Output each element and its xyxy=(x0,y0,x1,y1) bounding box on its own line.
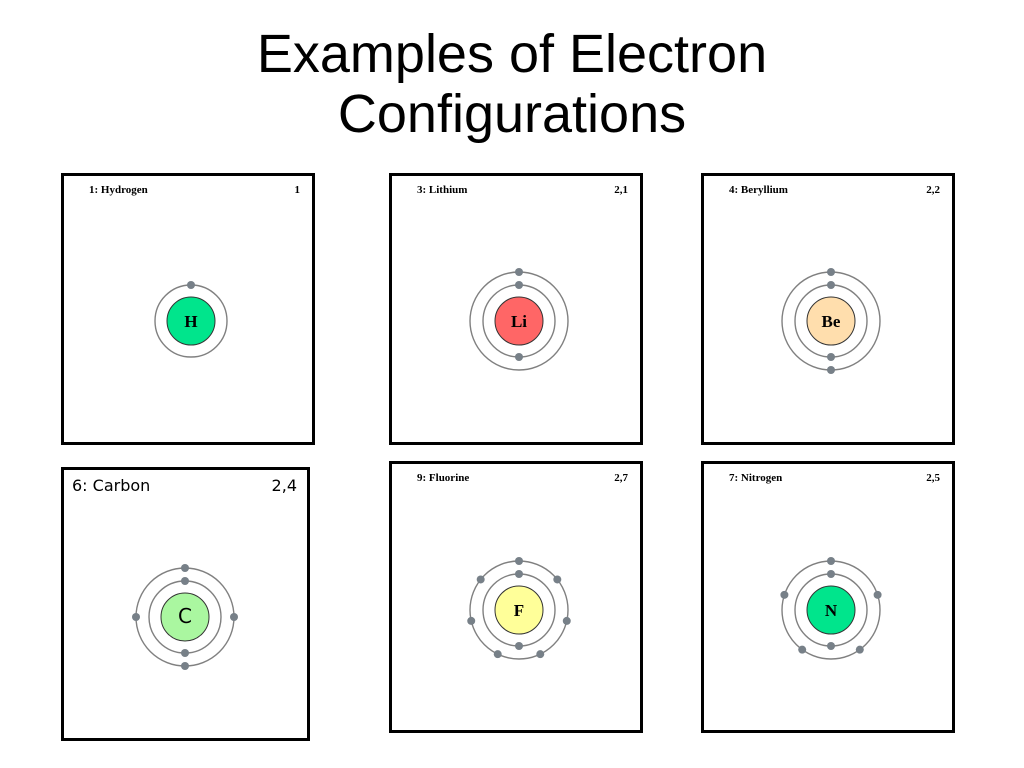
element-name: 1: Hydrogen xyxy=(89,184,148,196)
electron xyxy=(181,577,189,585)
nucleus xyxy=(806,585,856,635)
element-symbol: F xyxy=(514,601,524,620)
atom-diagram-beryllium: Be xyxy=(781,268,881,374)
electron xyxy=(553,575,562,584)
electron xyxy=(827,642,835,650)
element-name: 7: Nitrogen xyxy=(729,472,783,484)
electron xyxy=(515,268,523,276)
atom-card-nitrogen: 7: Nitrogen 2,5 N xyxy=(701,461,955,733)
electron xyxy=(467,616,476,625)
atom-diagram-lithium: Li xyxy=(469,268,569,371)
nucleus xyxy=(494,585,544,635)
nucleus xyxy=(166,296,216,346)
atom-card-carbon: 6: Carbon 2,4 C xyxy=(61,467,310,741)
atom-card-beryllium: 4: Beryllium 2,2 Be xyxy=(701,173,955,445)
electron xyxy=(515,281,523,289)
electron-config: 2,1 xyxy=(614,184,628,196)
atom-card-fluorine: 9: Fluorine 2,7 F xyxy=(389,461,643,733)
element-symbol: N xyxy=(825,601,838,620)
electron xyxy=(562,616,571,625)
element-symbol: Be xyxy=(822,312,841,331)
slide-title-line-1: Examples of Electron xyxy=(256,24,768,84)
electron xyxy=(230,613,238,621)
element-symbol: C xyxy=(178,604,192,628)
electron xyxy=(132,613,140,621)
electron xyxy=(827,268,835,276)
electron xyxy=(515,353,523,361)
electron xyxy=(827,557,835,565)
atom-card-hydrogen: 1: Hydrogen 1 H xyxy=(61,173,315,445)
element-name: 4: Beryllium xyxy=(729,184,788,196)
electron xyxy=(798,645,807,654)
atom-diagram-nitrogen: N xyxy=(780,557,882,660)
electron xyxy=(827,281,835,289)
atom-diagram-fluorine: F xyxy=(467,557,571,660)
nucleus xyxy=(160,592,210,642)
electron-config: 2,2 xyxy=(926,184,940,196)
electron xyxy=(493,650,502,659)
electron xyxy=(515,570,523,578)
nucleus xyxy=(494,296,544,346)
element-symbol: H xyxy=(184,312,197,331)
electron xyxy=(827,366,835,374)
element-name: 9: Fluorine xyxy=(417,472,470,484)
electron xyxy=(181,649,189,657)
electron-config: 2,7 xyxy=(614,472,628,484)
electron-config: 1 xyxy=(294,184,301,196)
electron xyxy=(536,650,545,659)
element-name: 6: Carbon xyxy=(72,476,151,495)
element-name: 3: Lithium xyxy=(417,184,468,196)
electron xyxy=(827,570,835,578)
electron xyxy=(855,645,864,654)
atom-diagram-hydrogen: H xyxy=(154,281,228,358)
slide-title-line-2: Configurations xyxy=(337,84,687,144)
electron xyxy=(476,575,485,584)
electron-config: 2,5 xyxy=(926,472,940,484)
atom-diagram-carbon: C xyxy=(132,564,238,670)
electron xyxy=(181,564,189,572)
electron-config: 2,4 xyxy=(271,476,297,495)
electron xyxy=(873,590,882,599)
element-symbol: Li xyxy=(511,312,527,331)
electron xyxy=(181,662,189,670)
electron xyxy=(515,557,523,565)
nucleus xyxy=(806,296,856,346)
slide-title: Examples of Electron Configurations xyxy=(0,24,1024,144)
electron xyxy=(827,353,835,361)
electron xyxy=(187,281,195,289)
atom-card-lithium: 3: Lithium 2,1 Li xyxy=(389,173,643,445)
electron xyxy=(515,642,523,650)
electron xyxy=(780,590,789,599)
